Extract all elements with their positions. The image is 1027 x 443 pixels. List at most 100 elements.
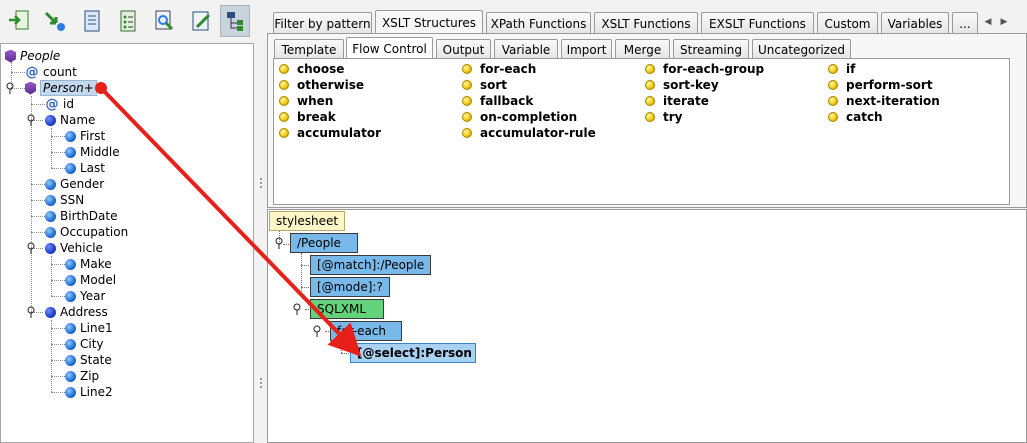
element-icon [65, 162, 76, 174]
template-node[interactable]: /People [290, 233, 358, 253]
tree-node-last[interactable]: Last [65, 160, 105, 176]
edit-icon[interactable] [186, 5, 216, 37]
tree-node-occupation[interactable]: Occupation [45, 224, 128, 240]
tab-xslt-structures[interactable]: XSLT Structures [375, 10, 483, 34]
tree-node-birthdate[interactable]: BirthDate [45, 208, 118, 224]
function-item[interactable]: break [279, 109, 336, 125]
tree-node-ssn[interactable]: SSN [45, 192, 84, 208]
tree-node-count[interactable]: @ count [25, 64, 77, 80]
collapse-toggle-icon[interactable] [312, 325, 322, 337]
tree-node-id[interactable]: @ id [45, 96, 74, 112]
element-icon [65, 354, 76, 366]
function-item[interactable]: fallback [462, 93, 533, 109]
add-node-icon[interactable] [4, 5, 34, 37]
tab-variables[interactable]: Variables [881, 12, 949, 34]
tree-node-line2[interactable]: Line2 [65, 384, 113, 400]
function-icon [462, 80, 472, 90]
function-icon [462, 96, 472, 106]
element-icon [45, 242, 56, 254]
tab-uncategorized[interactable]: Uncategorized [752, 39, 851, 59]
function-item[interactable]: if [828, 61, 855, 77]
xslt-tree: stylesheet /People [@match]:/People [@mo… [267, 209, 1027, 443]
function-item[interactable]: for-each [462, 61, 536, 77]
tree-node-city[interactable]: City [65, 336, 104, 352]
element-icon [65, 322, 76, 334]
function-icon [279, 64, 289, 74]
tab-more[interactable]: ... [952, 12, 978, 34]
tab-merge[interactable]: Merge [615, 39, 670, 59]
map-node-icon[interactable] [40, 5, 70, 37]
collapse-toggle-icon[interactable] [26, 114, 36, 126]
tree-node-state[interactable]: State [65, 352, 112, 368]
tab-filter-by-pattern[interactable]: Filter by pattern [273, 12, 372, 34]
tree-node-line1[interactable]: Line1 [65, 320, 113, 336]
function-item[interactable]: accumulator [279, 125, 381, 141]
tree-view-icon[interactable] [220, 5, 250, 37]
tab-xslt-functions[interactable]: XSLT Functions [594, 12, 698, 34]
function-item[interactable]: choose [279, 61, 344, 77]
function-item[interactable]: iterate [645, 93, 709, 109]
tab-scroll-left-icon[interactable]: ◀ [984, 17, 992, 27]
tab-xpath-functions[interactable]: XPath Functions [486, 12, 591, 34]
tree-node-gender[interactable]: Gender [45, 176, 104, 192]
stylesheet-node[interactable]: stylesheet [269, 211, 346, 231]
search-doc-icon[interactable] [149, 5, 179, 37]
function-icon [462, 64, 472, 74]
function-item[interactable]: for-each-group [645, 61, 764, 77]
element-icon [65, 130, 76, 142]
function-item[interactable]: try [645, 109, 682, 125]
collapse-toggle-icon[interactable] [274, 237, 284, 249]
tree-node-address[interactable]: Address [45, 304, 108, 320]
collapse-toggle-icon[interactable] [26, 242, 36, 254]
tab-flow-control[interactable]: Flow Control [346, 37, 433, 59]
function-item[interactable]: sort-key [645, 77, 719, 93]
list-icon[interactable] [113, 5, 143, 37]
node-label: Vehicle [60, 241, 103, 255]
tree-node-zip[interactable]: Zip [65, 368, 99, 384]
function-item[interactable]: otherwise [279, 77, 364, 93]
document-icon[interactable] [77, 5, 107, 37]
function-item[interactable]: when [279, 93, 333, 109]
panel-splitter[interactable] [256, 0, 267, 443]
collapse-toggle-icon[interactable] [26, 306, 36, 318]
tree-node-middle[interactable]: Middle [65, 144, 120, 160]
element-icon [65, 274, 76, 286]
tree-node-people[interactable]: People [5, 48, 60, 64]
tab-custom[interactable]: Custom [817, 12, 878, 34]
tree-node-year[interactable]: Year [65, 288, 105, 304]
function-item[interactable]: on-completion [462, 109, 577, 125]
match-attribute-node[interactable]: [@match]:/People [310, 255, 432, 275]
function-item[interactable]: sort [462, 77, 507, 93]
function-item[interactable]: accumulator-rule [462, 125, 596, 141]
tab-template[interactable]: Template [274, 39, 344, 59]
collapse-toggle-icon[interactable] [292, 303, 302, 315]
collapse-toggle-icon[interactable] [5, 82, 15, 94]
tab-output[interactable]: Output [436, 39, 491, 59]
tab-streaming[interactable]: Streaming [673, 39, 749, 59]
tab-variable[interactable]: Variable [494, 39, 558, 59]
function-icon [828, 80, 838, 90]
function-icon [645, 80, 655, 90]
node-label: First [80, 129, 106, 143]
function-item[interactable]: perform-sort [828, 77, 933, 93]
select-attribute-node[interactable]: [@select]:Person [350, 343, 476, 363]
node-label: Year [80, 289, 106, 303]
tree-node-first[interactable]: First [65, 128, 105, 144]
function-icon [279, 128, 289, 138]
function-item[interactable]: catch [828, 109, 883, 125]
mode-attribute-node[interactable]: [@mode]:? [310, 277, 390, 297]
tree-node-model[interactable]: Model [65, 272, 116, 288]
tree-node-vehicle[interactable]: Vehicle [45, 240, 103, 256]
function-item[interactable]: next-iteration [828, 93, 940, 109]
for-each-node[interactable]: for-each [330, 321, 402, 341]
tab-exslt-functions[interactable]: EXSLT Functions [701, 12, 814, 34]
toolbar [0, 0, 256, 42]
tree-node-make[interactable]: Make [65, 256, 112, 272]
function-palette: Template Flow Control Output Variable Im… [267, 33, 1027, 208]
tab-scroll-right-icon[interactable]: ▶ [1000, 17, 1008, 27]
tab-import[interactable]: Import [561, 39, 612, 59]
sqlxml-node[interactable]: SQLXML [310, 299, 384, 319]
tree-node-name[interactable]: Name [45, 112, 95, 128]
tree-node-person[interactable]: Person+ [25, 80, 97, 96]
node-label: Make [80, 257, 112, 271]
